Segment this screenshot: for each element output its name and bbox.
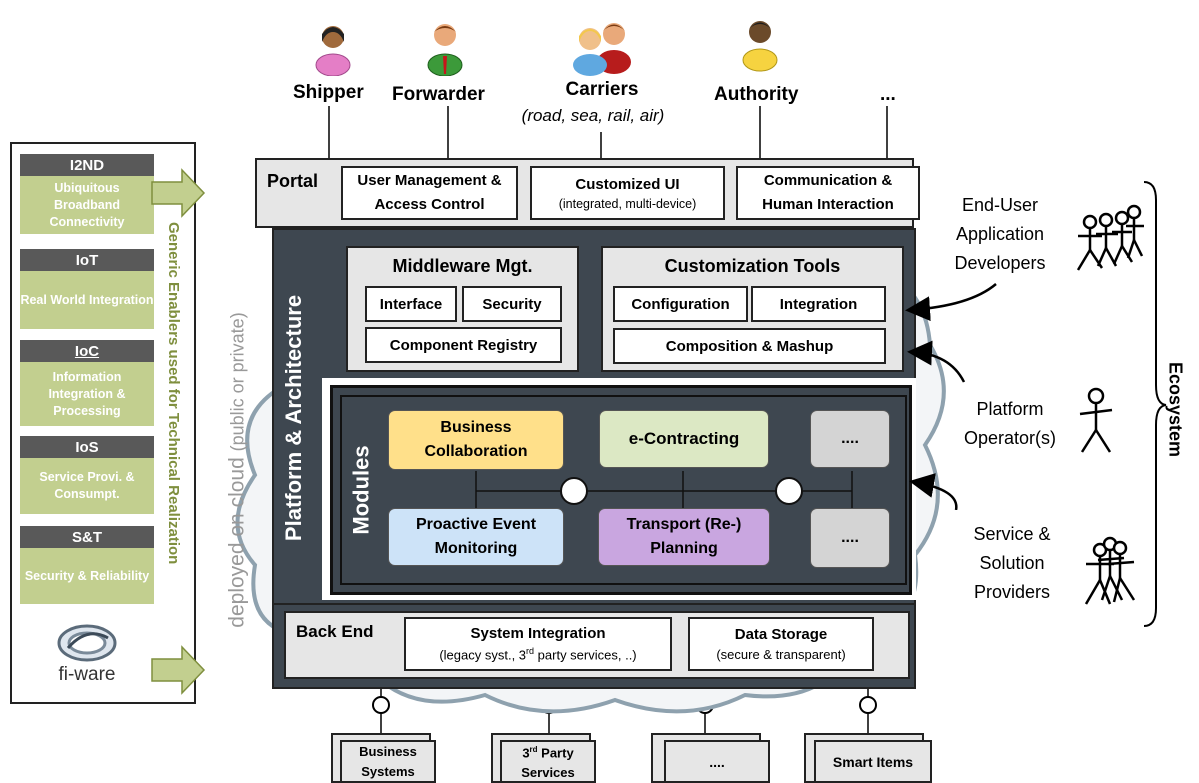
ecosystem-label-wrap: Ecosystem xyxy=(1155,320,1195,500)
shipper-person-icon xyxy=(315,26,351,76)
enduser-developers-label: End-User Application Developers xyxy=(954,195,1046,273)
platform-operator-label: Platform Operator(s) xyxy=(963,399,1057,448)
configuration-box: Configuration xyxy=(613,286,748,322)
proactive-monitoring-module: Proactive Event Monitoring xyxy=(388,508,564,566)
fiware-logo: fi-ware xyxy=(42,614,132,694)
component-registry-box: Component Registry xyxy=(365,327,562,363)
ge-head-ioc: IoC xyxy=(20,340,154,362)
ge-group-ios: IoS Service Provi. & Consumpt. xyxy=(20,436,154,514)
more-module-bottom: .... xyxy=(810,508,890,568)
ge-head-i2nd: I2ND xyxy=(20,154,154,176)
cloud-label: deployed on cloud (public or private) xyxy=(226,312,250,627)
system-integration-box: System Integration (legacy syst., 3rd pa… xyxy=(404,617,672,671)
business-systems-box: Business Systems xyxy=(340,740,436,783)
modules-inner-border xyxy=(340,395,907,585)
interface-box: Interface xyxy=(365,286,457,322)
stakeholder-carriers-sub: (road, sea, rail, air) xyxy=(521,106,665,125)
ge-group-i2nd: I2ND Ubiquitous Broadband Connectivity xyxy=(20,154,154,234)
third-party-line: 3rd Party Services xyxy=(502,740,594,783)
business-collaboration-module: Business Collaboration xyxy=(388,410,564,470)
module-bus-lines xyxy=(475,471,853,509)
stakeholder-shipper: Shipper xyxy=(293,82,364,103)
service-providers-label: Service & Solution Providers xyxy=(973,524,1051,602)
portal-label: Portal xyxy=(267,171,319,191)
third-party-post: Party Services xyxy=(521,745,575,781)
ge-body-i2nd: Ubiquitous Broadband Connectivity xyxy=(20,176,154,234)
customized-ui-sub: (integrated, multi-device) xyxy=(558,196,697,211)
ge-group-st: S&T Security & Reliability xyxy=(20,526,154,604)
system-integration-sub-sup: rd xyxy=(526,646,535,657)
providers-stick-figures-icon xyxy=(1084,536,1136,605)
third-party-box: 3rd Party Services xyxy=(500,740,596,783)
ge-group-iot: IoT Real World Integration xyxy=(20,249,154,329)
fiware-swirl-icon xyxy=(57,624,117,662)
data-storage-box: Data Storage (secure & transparent) xyxy=(688,617,874,671)
data-storage-sub: (secure & transparent) xyxy=(716,647,846,662)
customized-ui-title: Customized UI xyxy=(575,175,680,193)
more-module-top: .... xyxy=(810,410,890,468)
platform-label-wrap: Platform & Architecture xyxy=(270,228,318,608)
composition-box: Composition & Mashup xyxy=(613,328,886,364)
cloud-label-wrap: deployed on cloud (public or private) xyxy=(218,260,258,680)
econtracting-module: e-Contracting xyxy=(599,410,769,468)
smart-items-box: Smart Items xyxy=(814,740,932,783)
ge-body-ioc: Information Integration & Processing xyxy=(20,362,154,426)
backend-label: Back End xyxy=(296,622,374,641)
ge-body-ios: Service Provi. & Consumpt. xyxy=(20,458,154,514)
system-integration-sub: (legacy syst., 3rd party services, ..) xyxy=(439,646,636,662)
more-systems-box: .... xyxy=(664,740,770,783)
cloud-label-main: deployed on cloud xyxy=(226,457,250,628)
stakeholder-more: ... xyxy=(880,84,896,105)
communication-box: Communication & Human Interaction xyxy=(736,166,920,220)
system-integration-sub-1: (legacy syst., 3 xyxy=(439,647,527,663)
system-integration-title: System Integration xyxy=(470,625,606,643)
integration-box: Integration xyxy=(751,286,886,322)
stakeholder-authority: Authority xyxy=(714,84,799,105)
ecosystem-brace-icon xyxy=(1143,181,1167,627)
forwarder-person-icon xyxy=(427,24,463,76)
actor-arrows xyxy=(905,283,997,510)
ge-body-st: Security & Reliability xyxy=(20,548,154,604)
system-integration-sub-2: party services, ..) xyxy=(534,647,637,663)
ecosystem-label: Ecosystem xyxy=(1165,362,1186,458)
data-storage-title: Data Storage xyxy=(734,626,828,643)
third-party-sup: rd xyxy=(529,744,538,754)
stakeholder-forwarder: Forwarder xyxy=(392,84,485,105)
ge-body-iot: Real World Integration xyxy=(20,271,154,329)
customization-title: Customization Tools xyxy=(664,256,841,276)
customized-ui-box: Customized UI (integrated, multi-device) xyxy=(530,166,725,220)
carriers-people-icon xyxy=(573,23,631,76)
operator-stick-figure-icon xyxy=(1079,387,1113,453)
generic-enablers-vertical-label: Generic Enablers used for Technical Real… xyxy=(165,222,182,565)
stakeholder-carriers: Carriers xyxy=(565,79,639,100)
generic-enablers-panel: I2ND Ubiquitous Broadband Connectivity I… xyxy=(10,142,196,704)
ge-group-ioc: IoC Information Integration & Processing xyxy=(20,340,154,426)
fiware-logo-text: fi-ware xyxy=(58,664,116,685)
authority-person-icon xyxy=(742,21,778,72)
developers-stick-figures-icon xyxy=(1076,204,1144,271)
third-party-pre: 3 xyxy=(522,745,530,761)
cloud-label-sub: (public or private) xyxy=(228,312,249,452)
ge-arrow-top-icon xyxy=(151,168,206,218)
platform-label: Platform & Architecture xyxy=(281,294,306,542)
transport-planning-module: Transport (Re-) Planning xyxy=(598,508,770,566)
ge-arrow-bottom-icon xyxy=(151,645,206,695)
middleware-title: Middleware Mgt. xyxy=(392,256,533,276)
ge-head-ios: IoS xyxy=(20,436,154,458)
ge-head-st: S&T xyxy=(20,526,154,548)
ge-head-iot: IoT xyxy=(20,249,154,271)
security-box: Security xyxy=(462,286,562,322)
user-management-box: User Management & Access Control xyxy=(341,166,518,220)
